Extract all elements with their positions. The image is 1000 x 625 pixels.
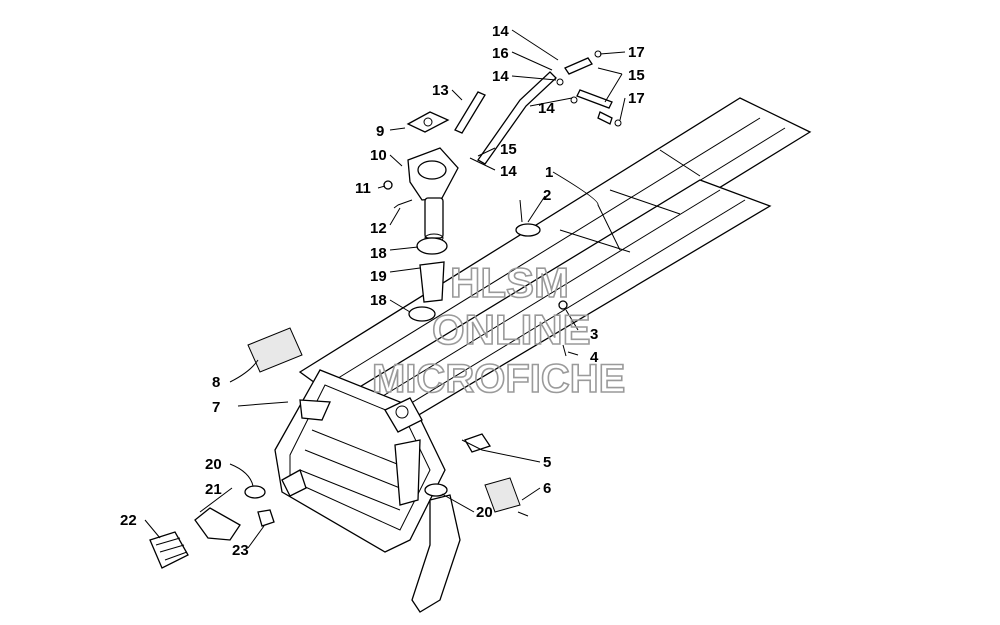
callout-18-b: 18: [370, 292, 387, 309]
coolant-tank-assembly: [383, 111, 459, 243]
callout-23: 23: [232, 542, 249, 559]
callout-21: 21: [205, 481, 222, 498]
callout-17-b: 17: [628, 90, 645, 107]
hose-13: [454, 91, 486, 134]
heat-exchanger-housing: [274, 369, 446, 553]
watermark-line-1: HLSM: [450, 259, 569, 306]
housing-cover: [247, 327, 303, 373]
callout-2: 2: [543, 187, 551, 204]
callout-12: 12: [370, 220, 387, 237]
outlet-hose: [411, 494, 461, 613]
watermark-line-2: ONLINE: [432, 306, 591, 353]
callout-15-a: 15: [628, 67, 645, 84]
watermark: HLSM ONLINE MICROFICHE: [371, 258, 626, 402]
callout-5: 5: [543, 454, 551, 471]
callout-7: 7: [212, 399, 220, 416]
callout-labels: 1 2 3 4 5 6 7 8 9 10 11 12 13 14 14 14 1…: [120, 23, 645, 559]
fitting-2: [515, 199, 541, 237]
clamp-hose-assembly: [408, 237, 448, 322]
callout-20-b: 20: [476, 504, 493, 521]
callout-16: 16: [492, 45, 509, 62]
callout-4: 4: [590, 349, 599, 366]
leader-lines: [144, 29, 626, 549]
callout-1: 1: [545, 164, 553, 181]
vent-hose-assembly: [477, 50, 622, 165]
callout-3: 3: [590, 326, 598, 343]
tunnel-assembly: [298, 97, 812, 433]
callout-11: 11: [355, 180, 371, 197]
callout-9: 9: [376, 123, 384, 140]
fasteners-3-4: [558, 300, 568, 357]
callout-18-a: 18: [370, 245, 387, 262]
callout-14-c: 14: [538, 100, 555, 117]
callout-20-a: 20: [205, 456, 222, 473]
clamp-20-lower: [424, 483, 448, 497]
callout-10: 10: [370, 147, 387, 164]
callout-19: 19: [370, 268, 387, 285]
callout-22: 22: [120, 512, 137, 529]
callout-6: 6: [543, 480, 551, 497]
callout-13: 13: [432, 82, 449, 99]
callout-8: 8: [212, 374, 220, 391]
watermark-line-3: MICROFICHE: [372, 357, 625, 401]
gasket-bracket: [464, 433, 529, 517]
callout-14-b: 14: [492, 68, 509, 85]
callout-15-b: 15: [500, 141, 517, 158]
callout-14-a: 14: [492, 23, 509, 40]
elbow-hose-assembly: [149, 469, 307, 569]
callout-17-a: 17: [628, 44, 645, 61]
callout-14-d: 14: [500, 163, 517, 180]
